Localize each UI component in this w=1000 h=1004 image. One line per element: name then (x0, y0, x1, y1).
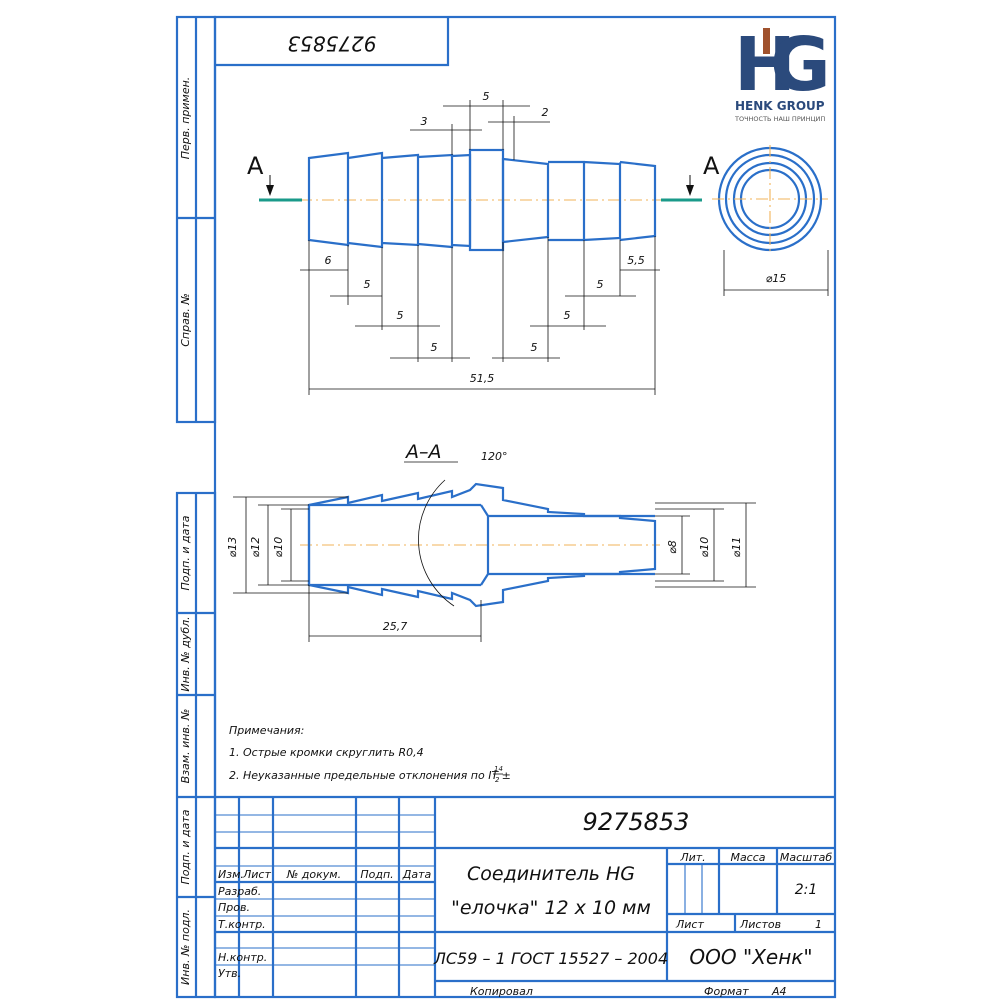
dim-diam-8: ⌀8 (666, 540, 679, 554)
logo-company: HENK GROUP (735, 99, 825, 113)
side-label-inv-podl: Инв. № подл. (179, 909, 192, 985)
side-label-perv-primen: Перв. примен. (179, 77, 192, 160)
label-format: Формат (704, 985, 749, 998)
row-razrab: Разраб. (218, 885, 261, 898)
logo-tagline: ТОЧНОСТЬ НАШ ПРИНЦИП (734, 115, 825, 123)
dim-51-5: 51,5 (470, 372, 495, 385)
row-nkontr: Н.контр. (218, 951, 267, 964)
title-doc-number: 9275853 (583, 808, 690, 836)
fitting-end-view (712, 145, 828, 255)
dim-3: 3 (421, 115, 428, 128)
section-dimension-texts: ⌀13 ⌀12 ⌀10 ⌀8 ⌀10 ⌀11 25,7 (226, 537, 743, 633)
dim-5-right-1: 5 (597, 278, 604, 291)
dim-diam-12: ⌀12 (249, 537, 262, 558)
henk-group-logo: H G HENK GROUP ТОЧНОСТЬ НАШ ПРИНЦИП (734, 22, 831, 123)
dim-5-right-2: 5 (564, 309, 571, 322)
header-podp: Подп. (360, 868, 393, 881)
dim-5-5: 5,5 (627, 254, 645, 267)
dim-5-left-2: 5 (397, 309, 404, 322)
top-number-box (215, 17, 450, 67)
dim-diam-13: ⌀13 (226, 537, 239, 558)
logo-mark-g: G (770, 22, 831, 108)
label-masshtab: Масштаб (780, 851, 832, 864)
header-list: Лист (242, 868, 271, 881)
section-title: A–A (404, 441, 442, 463)
dim-diam-15: ⌀15 (766, 272, 787, 285)
company-name: ООО "Хенк" (689, 945, 812, 969)
scale-value: 2:1 (795, 882, 818, 898)
angle-120: 120° (481, 450, 508, 463)
material-spec: ЛС59 – 1 ГОСТ 15527 – 2004 (433, 949, 668, 968)
header-dokum: № докум. (286, 868, 341, 881)
section-mark-right: A (703, 152, 720, 180)
dim-diam-11: ⌀11 (730, 537, 743, 558)
note-1: 1. Острые кромки скруглить R0,4 (229, 746, 424, 759)
header-data: Дата (402, 868, 432, 881)
note-2-fraction-num: 14 (494, 765, 503, 773)
label-listov: Листов (739, 918, 781, 931)
row-utv: Утв. (218, 967, 241, 980)
top-dimension-texts: 5 3 2 6 5,5 5 5 5 5 5 5 51,5 ⌀15 (325, 90, 787, 385)
dim-diam-10-left: ⌀10 (272, 537, 285, 558)
dim-6: 6 (325, 254, 332, 267)
fitting-side-view (300, 148, 665, 252)
section-dimension-lines (233, 496, 756, 642)
section-mark-left: A (247, 152, 264, 180)
title-block (215, 795, 835, 997)
dim-5-right-3: 5 (531, 341, 538, 354)
note-2: 2. Неуказанные предельные отклонения по … (229, 769, 511, 782)
label-lit: Лит. (679, 851, 705, 864)
notes-title: Примечания: (229, 724, 304, 737)
dim-5-left-1: 5 (364, 278, 371, 291)
doc-number-rotated: 9275853 (287, 32, 376, 56)
product-name-line1: Соединитель HG (467, 863, 635, 885)
side-label-inv-dubl: Инв. № дубл. (179, 616, 192, 691)
label-kopiroval: Копировал (470, 985, 533, 998)
side-label-vzam-inv: Взам. инв. № (179, 709, 192, 784)
fitting-section-view (300, 479, 660, 608)
product-name-line2: "елочка" 12 x 10 мм (451, 897, 651, 919)
dim-2: 2 (542, 106, 549, 119)
dim-5-left-3: 5 (431, 341, 438, 354)
dim-25-7: 25,7 (383, 620, 408, 633)
row-tkontr: Т.контр. (218, 918, 266, 931)
header-izm: Изм. (218, 868, 244, 881)
label-list: Лист (675, 918, 704, 931)
listov-value: 1 (815, 918, 822, 931)
side-label-podp-1: Подп. и дата (179, 515, 192, 590)
format-value: A4 (771, 985, 787, 998)
side-label-sprav: Справ. № (179, 293, 192, 347)
dim-5-top: 5 (483, 90, 490, 103)
notes: Примечания: 1. Острые кромки скруглить R… (229, 724, 511, 784)
top-dimension-lines (300, 100, 829, 395)
note-2-fraction-den: 2 (495, 776, 500, 784)
label-massa: Масса (730, 851, 765, 864)
dim-diam-10-right: ⌀10 (698, 537, 711, 558)
row-prov: Пров. (218, 901, 250, 914)
logo-accent (763, 28, 770, 54)
side-label-podp-2: Подп. и дата (179, 809, 192, 884)
